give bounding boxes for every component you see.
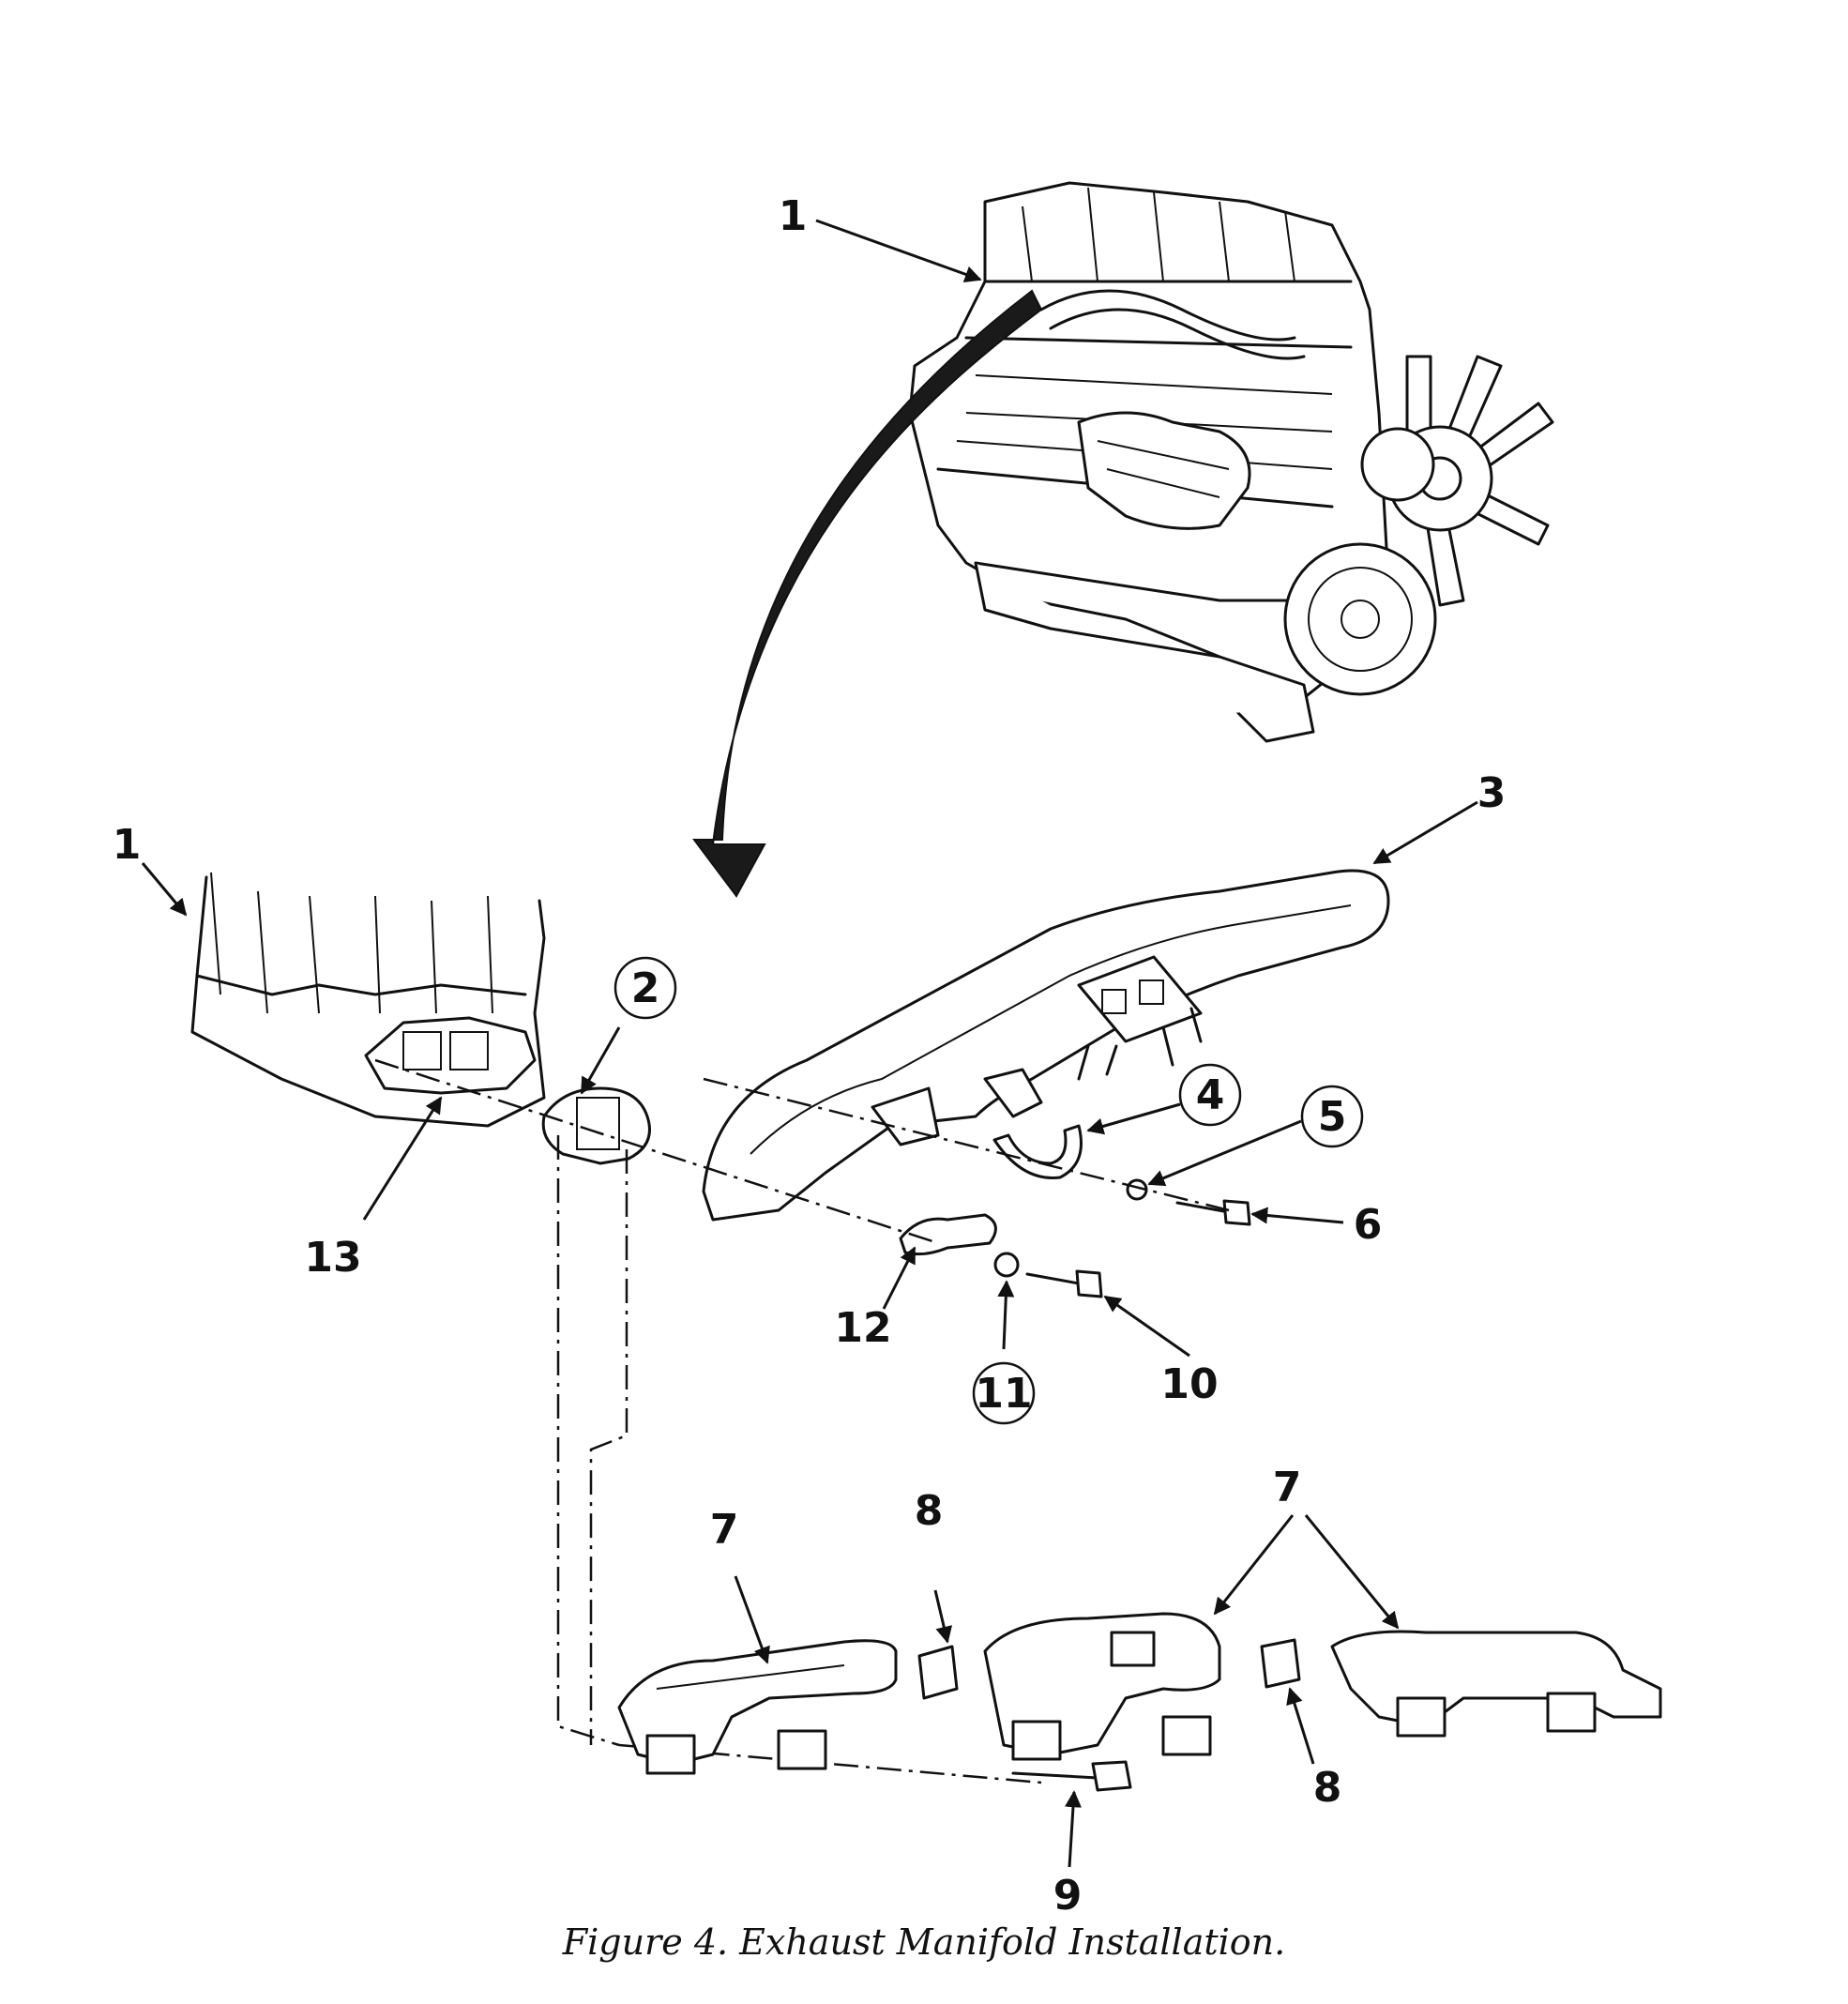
pulley: [1283, 542, 1437, 696]
callout-8-right: 8: [1313, 1764, 1342, 1812]
callout-13: 13: [304, 1234, 361, 1282]
clamp: [992, 1124, 1083, 1179]
leader-lines: [141, 219, 1478, 1868]
manifold-section-right: [1330, 1630, 1662, 1738]
callout-1-top: 1: [779, 192, 808, 240]
callout-circle-4: [1178, 1063, 1242, 1127]
callout-4: 4: [1196, 1071, 1225, 1119]
bolt-6: [1175, 1199, 1251, 1226]
callout-6: 6: [1354, 1201, 1383, 1249]
callout-7-right: 7: [1273, 1464, 1302, 1511]
alignment-lines: [374, 1058, 1230, 1784]
figure-caption: Figure 4. Exhaust Manifold Installation.: [562, 1921, 1285, 1963]
exhaust-manifold-upper: [702, 869, 1390, 1222]
callout-11: 11: [975, 1370, 1032, 1418]
engine-assembly: [908, 181, 1554, 743]
engine-block-detail: [190, 872, 546, 1128]
seal-ring-right: [1260, 1638, 1301, 1689]
clamp-12: [899, 1213, 997, 1256]
manifold-section-center: [983, 1612, 1221, 1761]
washer-11: [993, 1252, 1020, 1278]
seal-ring-left: [917, 1645, 959, 1700]
callout-7-left: 7: [710, 1506, 739, 1554]
callout-5: 5: [1318, 1093, 1347, 1141]
callout-8-left: 8: [915, 1487, 944, 1535]
callout-1-left: 1: [113, 821, 142, 869]
callout-circle-2: [613, 956, 677, 1020]
callout-circle-5: [1300, 1085, 1364, 1148]
manifold-section-left: [617, 1639, 898, 1775]
callout-circle-11: [972, 1361, 1036, 1425]
callout-3: 3: [1477, 769, 1507, 817]
bolt-10: [1025, 1269, 1103, 1298]
gasket: [541, 1086, 651, 1165]
callout-10: 10: [1160, 1360, 1218, 1408]
callout-2: 2: [631, 964, 660, 1012]
callout-9: 9: [1053, 1872, 1083, 1920]
callout-12: 12: [834, 1304, 891, 1352]
detail-arrow: [692, 289, 1043, 898]
capscrew-9: [1011, 1760, 1132, 1792]
